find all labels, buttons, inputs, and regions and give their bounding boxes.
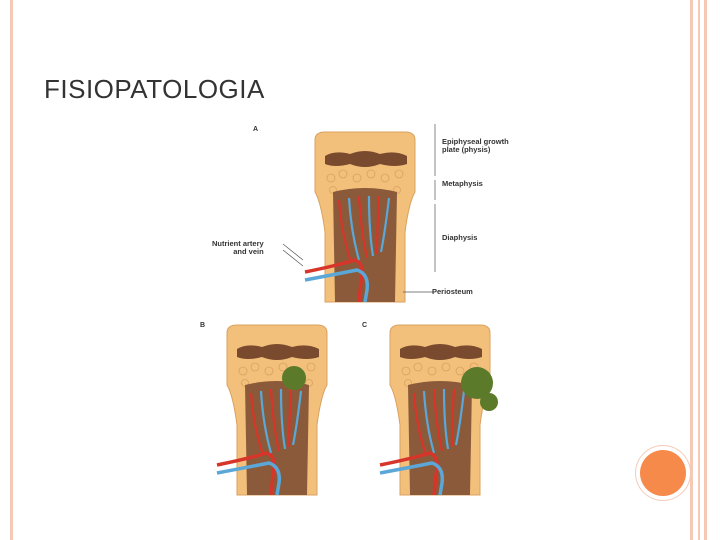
label-growth-plate: Epiphyseal growth plate (physis) <box>442 138 509 155</box>
slide-title: FISIOPATOLOGIA <box>44 74 265 105</box>
bone-panel-c <box>380 325 498 495</box>
label-nutrient-vessels: Nutrient artery and vein <box>212 240 264 257</box>
bone-diagram-svg <box>195 120 535 500</box>
panel-letter-b: B <box>200 322 205 329</box>
label-nutrient-line2: and vein <box>212 248 264 256</box>
bone-diagram-figure: A B C Epiphyseal growth plate (physis) M… <box>195 120 535 500</box>
panel-letter-a: A <box>253 126 258 133</box>
bone-panel-a <box>305 132 415 302</box>
frame-border-right <box>704 0 707 540</box>
panel-letter-c: C <box>362 322 367 329</box>
abscess-small <box>282 366 306 390</box>
label-metaphysis: Metaphysis <box>442 180 483 188</box>
label-growth-plate-line2: plate (physis) <box>442 146 509 154</box>
bone-panel-b <box>217 325 327 495</box>
accent-circle <box>640 450 686 496</box>
frame-border-right <box>698 0 700 540</box>
frame-border-right <box>690 0 693 540</box>
frame-border-left <box>10 0 13 540</box>
label-periosteum: Periosteum <box>432 288 473 296</box>
label-diaphysis: Diaphysis <box>442 234 477 242</box>
